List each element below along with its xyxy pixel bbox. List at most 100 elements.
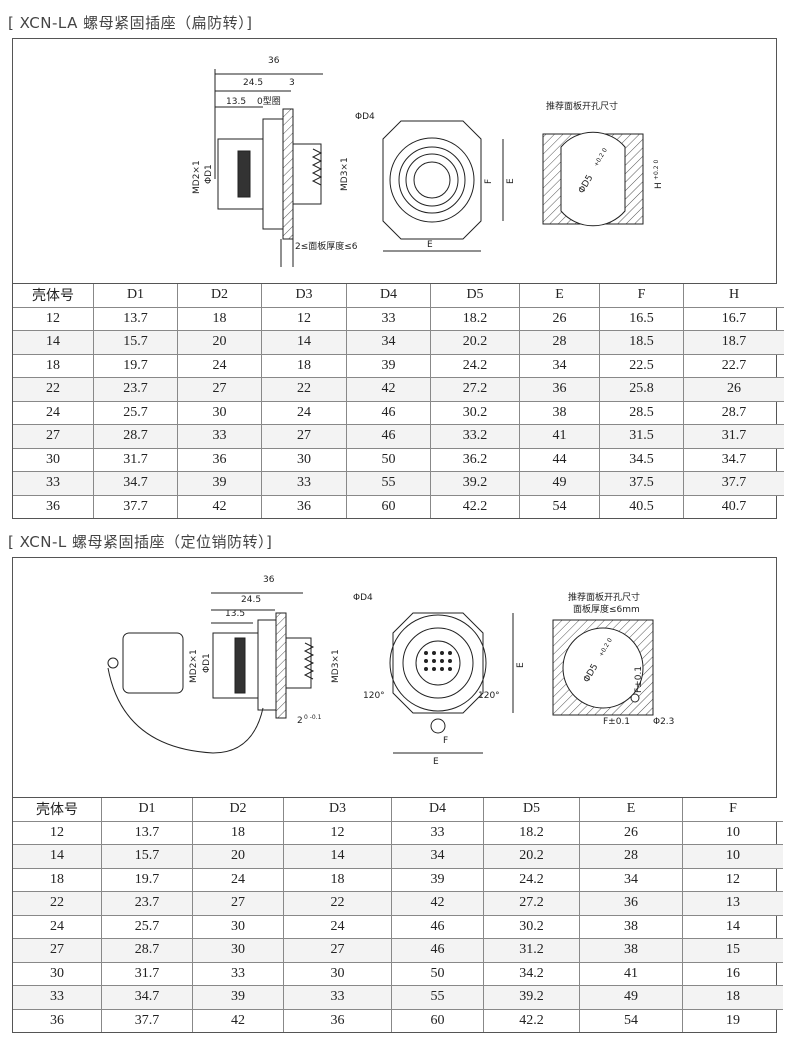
table-cell: 42 xyxy=(192,1008,284,1032)
table-cell: 60 xyxy=(346,494,431,518)
table-cell: 50 xyxy=(391,961,484,986)
table-cell: 20.2 xyxy=(430,330,520,355)
column-header: F xyxy=(682,798,783,822)
e-side-label: E xyxy=(516,662,526,668)
d4-label: ΦD4 xyxy=(353,593,373,603)
table-cell: 39.2 xyxy=(483,985,580,1010)
table-cell: 36.2 xyxy=(430,447,520,472)
table-cell: 18 xyxy=(177,306,262,331)
pin-hole-label: Φ2.3 xyxy=(653,717,674,727)
column-header: D2 xyxy=(192,798,284,822)
column-header: D2 xyxy=(177,284,262,308)
table-cell: 36 xyxy=(519,377,600,402)
table-cell: 34.2 xyxy=(483,961,580,986)
table-cell: 55 xyxy=(346,471,431,496)
table-cell: 15.7 xyxy=(93,330,178,355)
table-cell: 13.7 xyxy=(93,306,178,331)
table-cell: 19.7 xyxy=(93,353,178,378)
cutout-subtitle: 面板厚度≤6mm xyxy=(573,603,640,615)
table-cell: 33.2 xyxy=(430,424,520,449)
table-cell: 24 xyxy=(192,867,284,892)
table-cell: 10 xyxy=(682,820,783,845)
table-cell: 27 xyxy=(13,424,94,449)
table-cell: 34.7 xyxy=(101,985,193,1010)
h-label: H xyxy=(654,182,664,189)
table-cell: 37.5 xyxy=(599,471,684,496)
table-cell: 27.2 xyxy=(430,377,520,402)
table-cell: 18 xyxy=(283,867,392,892)
table-cell: 27.2 xyxy=(483,891,580,916)
table-cell: 44 xyxy=(519,447,600,472)
table-cell: 24 xyxy=(13,914,102,939)
table-cell: 31.5 xyxy=(599,424,684,449)
angle-left-label: 120° xyxy=(363,691,385,701)
table-cell: 42 xyxy=(391,891,484,916)
table-cell: 30 xyxy=(13,447,94,472)
e-side-label: E xyxy=(506,178,516,184)
column-header: D3 xyxy=(283,798,392,822)
table-cell: 25.7 xyxy=(93,400,178,425)
panel-thickness-label: 2 xyxy=(297,716,303,726)
table-cell: 19 xyxy=(682,1008,783,1032)
section1-panel: 36 24.5 3 13.5 0型圈 MD2×1 ΦD1 MD3×1 2≤面板厚… xyxy=(12,38,784,519)
column-header: D1 xyxy=(93,284,178,308)
dim-13-5: 13.5 xyxy=(225,609,245,619)
table-cell: 18 xyxy=(13,353,94,378)
column-header: F xyxy=(599,284,684,308)
table-cell: 30 xyxy=(192,914,284,939)
table-cell: 34.5 xyxy=(599,447,684,472)
table-cell: 22 xyxy=(283,891,392,916)
table-cell: 30 xyxy=(261,447,347,472)
table-cell: 18.7 xyxy=(683,330,784,355)
table-cell: 24 xyxy=(177,353,262,378)
table-cell: 24 xyxy=(283,914,392,939)
md3-label: MD3×1 xyxy=(340,157,350,191)
column-header: D3 xyxy=(261,284,347,308)
table-cell: 33 xyxy=(261,471,347,496)
table-cell: 28.5 xyxy=(599,400,684,425)
f-tolerance-horizontal: F±0.1 xyxy=(603,717,630,727)
table-cell: 28 xyxy=(579,844,683,869)
dim-13-5: 13.5 xyxy=(226,97,246,107)
h-tolerance: +0.2 0 xyxy=(653,160,660,180)
table-cell: 54 xyxy=(519,494,600,518)
table-cell: 30.2 xyxy=(483,914,580,939)
table-cell: 31.7 xyxy=(101,961,193,986)
table-cell: 14 xyxy=(283,844,392,869)
table-cell: 39 xyxy=(177,471,262,496)
table-cell: 24.2 xyxy=(483,867,580,892)
xcn-la-drawing: 36 24.5 3 13.5 0型圈 MD2×1 ΦD1 MD3×1 2≤面板厚… xyxy=(13,39,776,284)
f-label: F xyxy=(484,179,494,184)
table-cell: 33 xyxy=(192,961,284,986)
table-cell: 49 xyxy=(519,471,600,496)
table-cell: 39 xyxy=(346,353,431,378)
o-ring-label: 0型圈 xyxy=(257,96,281,107)
table-cell: 46 xyxy=(391,914,484,939)
table-cell: 39 xyxy=(391,867,484,892)
table-cell: 14 xyxy=(13,844,102,869)
contact-pins xyxy=(424,651,452,671)
dim-24-5: 24.5 xyxy=(243,78,263,88)
front-view xyxy=(389,612,514,754)
table-cell: 54 xyxy=(579,1008,683,1032)
table-cell: 18 xyxy=(192,820,284,845)
panel-thickness-tolerance: 0 -0.1 xyxy=(304,714,322,721)
table-cell: 41 xyxy=(579,961,683,986)
f-label: F xyxy=(443,736,448,746)
table-cell: 27 xyxy=(283,938,392,963)
table-cell: 19.7 xyxy=(101,867,193,892)
table-cell: 26 xyxy=(683,377,784,402)
table-cell: 33 xyxy=(391,820,484,845)
table-cell: 34.7 xyxy=(93,471,178,496)
table-cell: 30.2 xyxy=(430,400,520,425)
table-cell: 28 xyxy=(519,330,600,355)
dim-36: 36 xyxy=(268,56,280,66)
table-cell: 25.7 xyxy=(101,914,193,939)
